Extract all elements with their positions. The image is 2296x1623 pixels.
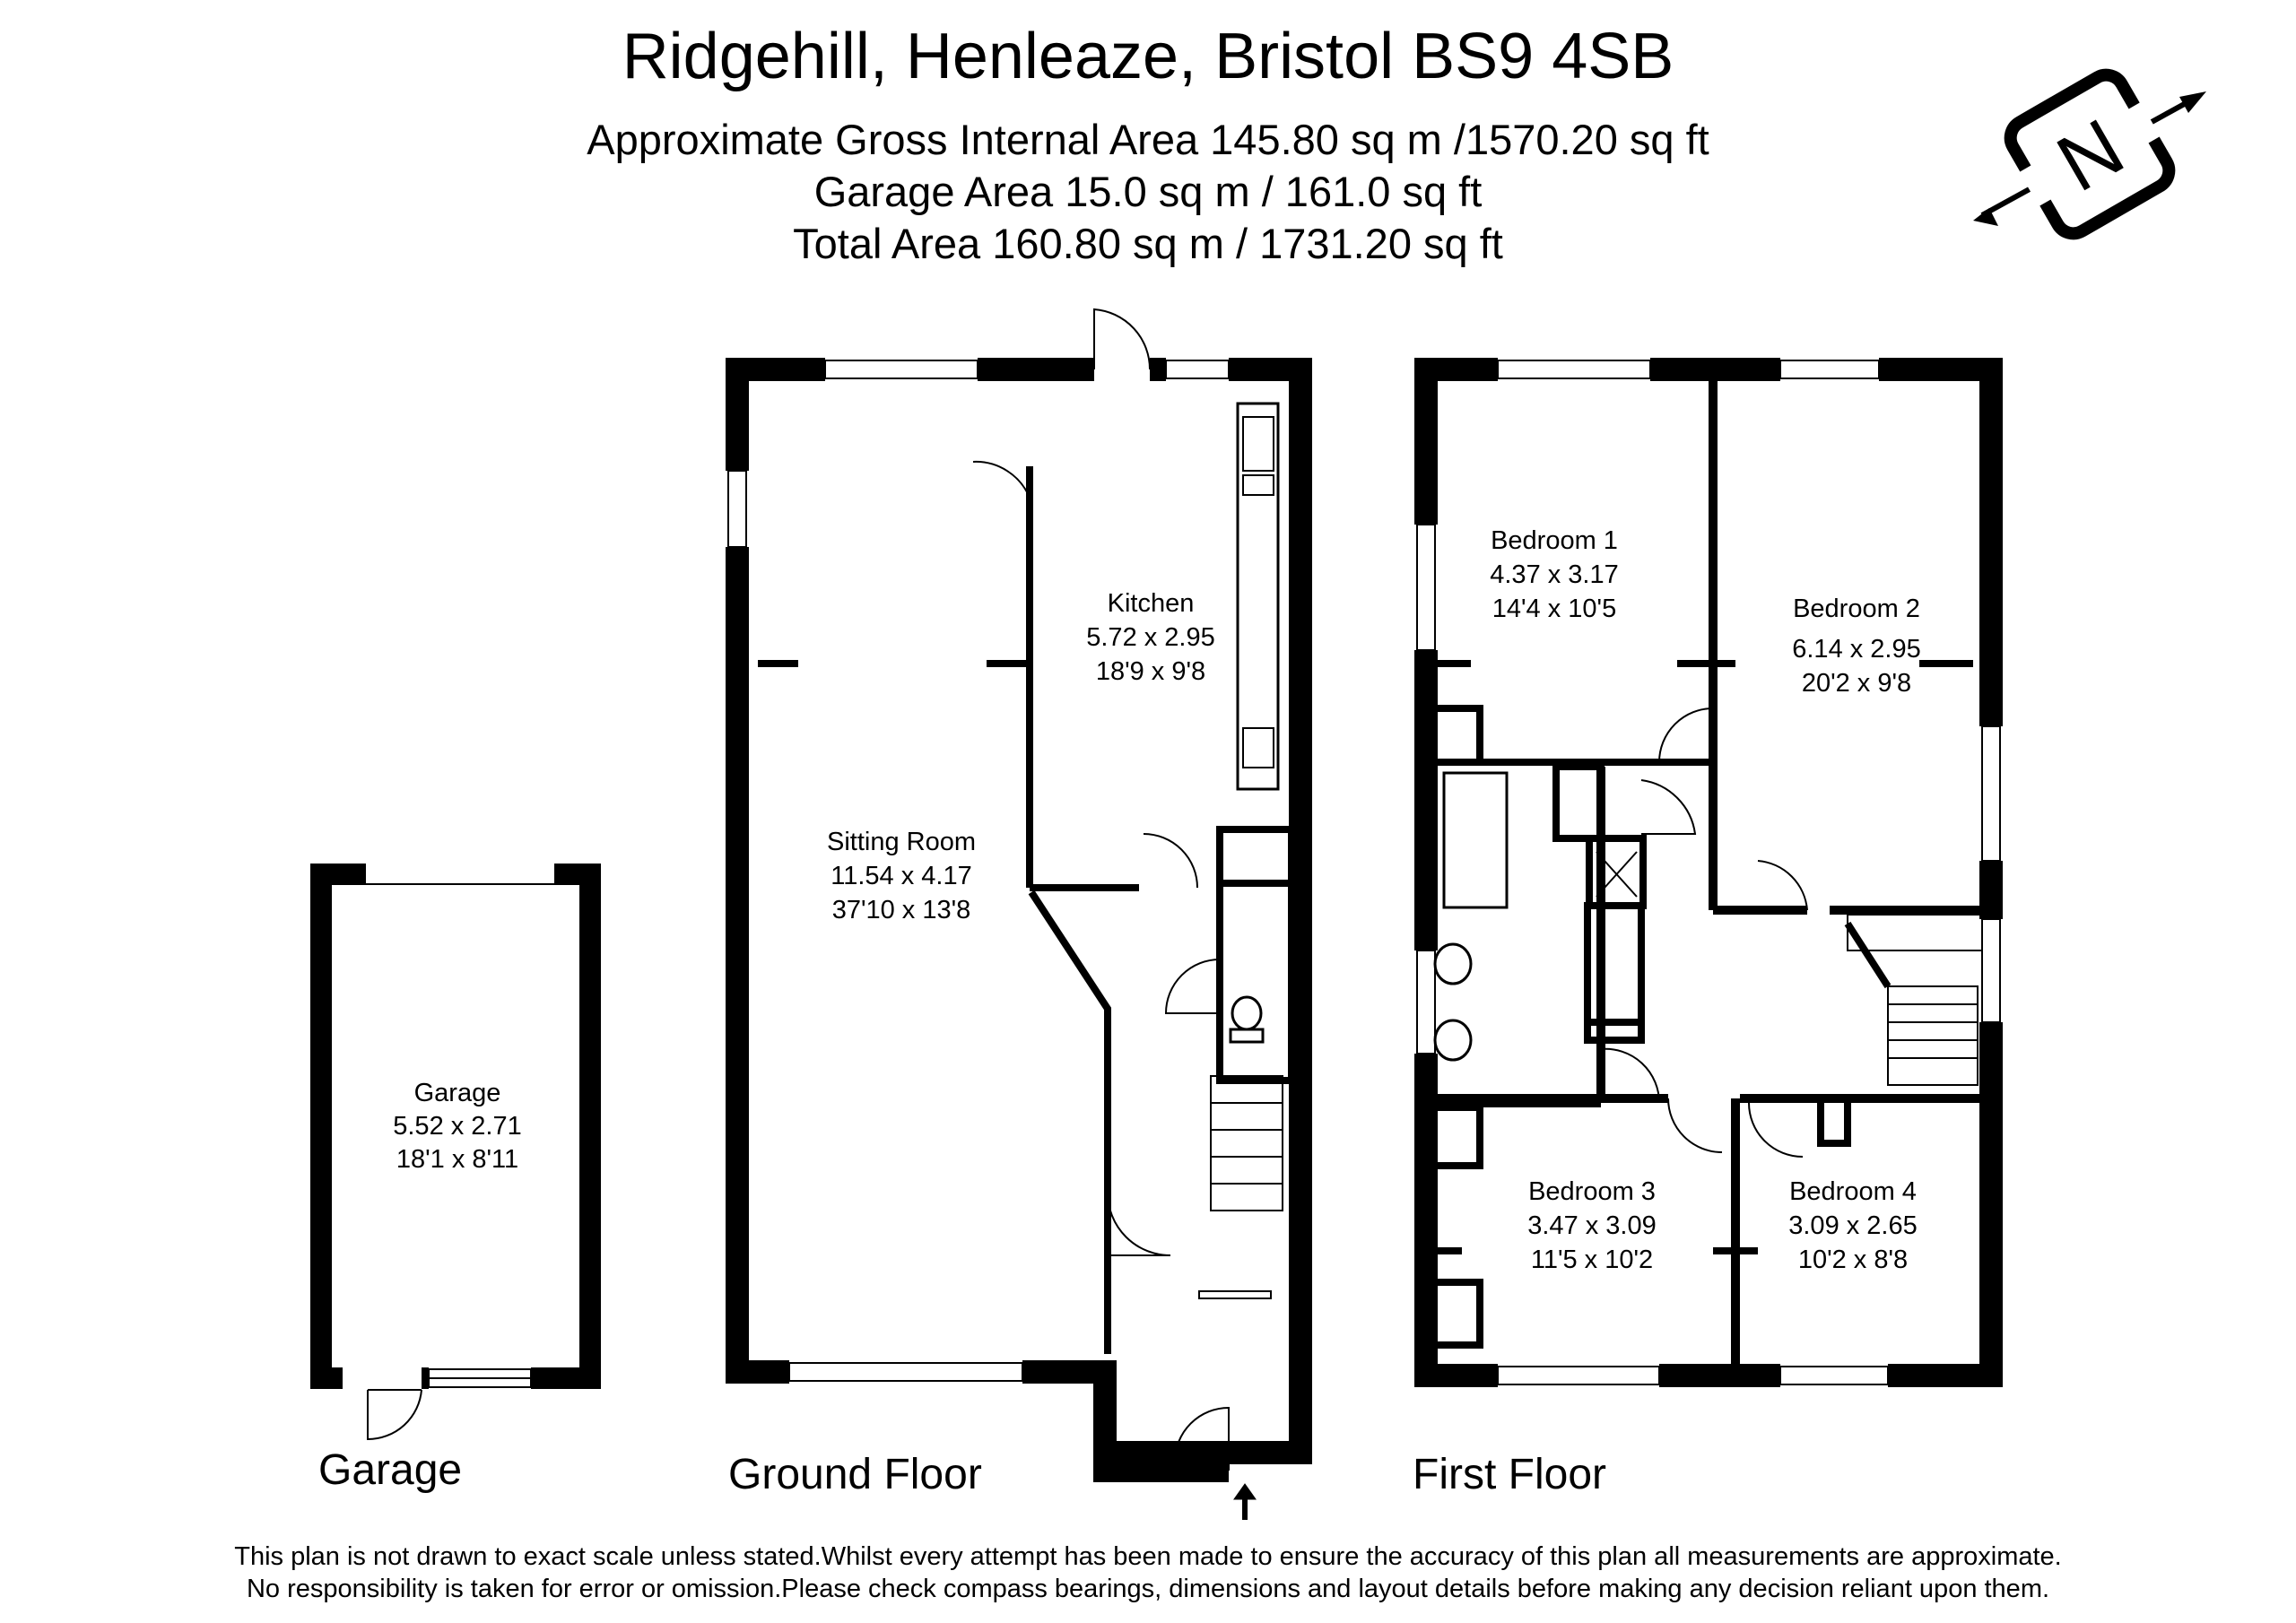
- room-name-garage: Garage: [414, 1079, 501, 1107]
- room-name-kitchen: Kitchen: [1108, 589, 1195, 618]
- floor-label-garage: Garage: [318, 1446, 462, 1494]
- room-imperial-garage: 18'1 x 8'11: [396, 1145, 518, 1174]
- disclaimer-line-1: This plan is not drawn to exact scale un…: [234, 1542, 2062, 1571]
- room-metric-bedroom-3: 3.47 x 3.09: [1527, 1211, 1657, 1240]
- room-name-bedroom-1: Bedroom 1: [1491, 526, 1618, 555]
- north-arrow-icon: N: [1973, 68, 2206, 240]
- room-metric-garage: 5.52 x 2.71: [393, 1112, 522, 1141]
- room-imperial-kitchen: 18'9 x 9'8: [1096, 657, 1205, 686]
- room-metric-bedroom-2: 6.14 x 2.95: [1792, 635, 1921, 664]
- gross-internal-area: Approximate Gross Internal Area 145.80 s…: [587, 116, 1709, 163]
- room-imperial-sitting-room: 37'10 x 13'8: [832, 896, 971, 924]
- room-imperial-bedroom-4: 10'2 x 8'8: [1798, 1245, 1908, 1274]
- total-area: Total Area 160.80 sq m / 1731.20 sq ft: [793, 220, 1503, 267]
- room-imperial-bedroom-3: 11'5 x 10'2: [1531, 1245, 1653, 1274]
- room-metric-kitchen: 5.72 x 2.95: [1086, 623, 1215, 652]
- ground-floor-plan: [724, 308, 1312, 1520]
- disclaimer-line-2: No responsibility is taken for error or …: [246, 1575, 2050, 1603]
- room-imperial-bedroom-2: 20'2 x 9'8: [1802, 669, 1911, 698]
- garage-area: Garage Area 15.0 sq m / 161.0 sq ft: [813, 168, 1483, 215]
- first-floor-plan: [1413, 356, 2005, 1389]
- plan-title: Ridgehill, Henleaze, Bristol BS9 4SB: [622, 21, 1674, 92]
- room-name-bedroom-2: Bedroom 2: [1793, 595, 1920, 623]
- room-metric-sitting-room: 11.54 x 4.17: [831, 862, 971, 890]
- floor-label-first: First Floor: [1413, 1451, 1606, 1498]
- room-imperial-bedroom-1: 14'4 x 10'5: [1492, 595, 1616, 623]
- room-metric-bedroom-4: 3.09 x 2.65: [1788, 1211, 1918, 1240]
- room-name-bedroom-3: Bedroom 3: [1528, 1177, 1656, 1206]
- floor-label-ground: Ground Floor: [728, 1451, 982, 1498]
- room-name-sitting-room: Sitting Room: [827, 828, 976, 856]
- room-name-bedroom-4: Bedroom 4: [1789, 1177, 1917, 1206]
- garage-plan: [310, 862, 601, 1441]
- room-metric-bedroom-1: 4.37 x 3.17: [1490, 560, 1619, 589]
